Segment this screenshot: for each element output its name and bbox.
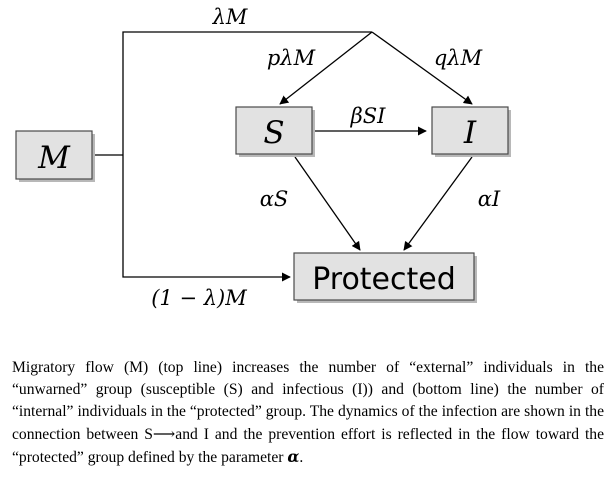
m-node-label: M xyxy=(37,140,71,176)
p-flow-label: pλM xyxy=(267,46,316,70)
s-node: S xyxy=(235,106,315,157)
alpha-symbol: α xyxy=(287,446,300,466)
arrow-to-s xyxy=(279,31,373,105)
s-protection-flow-label: αS xyxy=(260,187,289,211)
arrow-to-i xyxy=(371,31,473,105)
i-node-label: I xyxy=(463,115,477,151)
i-node: I xyxy=(431,106,511,157)
figure-caption: Migratory flow (M) (top line) increases … xyxy=(12,357,604,469)
protected-node: Protected xyxy=(293,252,477,303)
bottom-line xyxy=(122,155,291,282)
m-node: M xyxy=(15,130,95,182)
protected-node-label: Protected xyxy=(312,262,456,297)
top-flow-label: λM xyxy=(212,5,248,29)
q-flow-label: qλM xyxy=(434,46,483,70)
s-node-label: S xyxy=(263,115,284,151)
transmission-flow-label: βSI xyxy=(350,104,387,128)
i-protection-flow-label: αI xyxy=(478,187,501,211)
flow-lines xyxy=(93,31,473,282)
flow-diagram: M S I Protected λM pλM qλM βSI αS αI (1 … xyxy=(15,5,511,310)
arrow-i-to-protected xyxy=(403,156,473,251)
caption-end: . xyxy=(299,448,304,466)
bottom-flow-label: (1 − λ)M xyxy=(151,286,247,310)
arrow-s-to-protected xyxy=(294,156,361,251)
caption-text: Migratory flow (M) (top line) increases … xyxy=(12,359,604,466)
top-line xyxy=(122,31,372,155)
